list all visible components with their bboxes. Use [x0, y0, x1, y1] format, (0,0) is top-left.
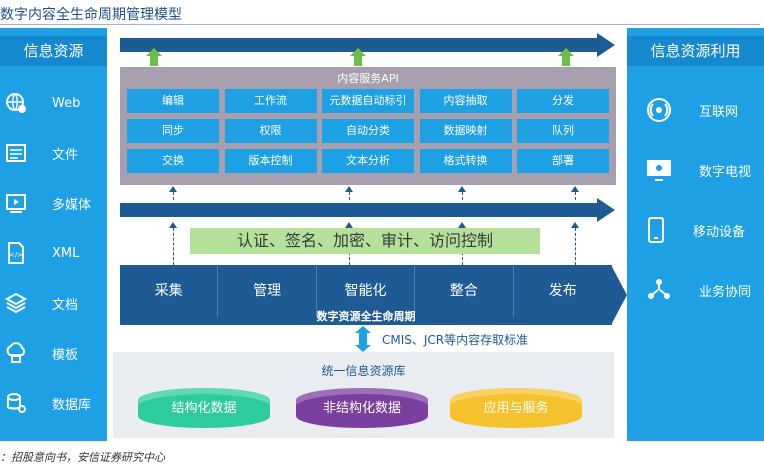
left-item-label: 多媒体	[52, 197, 92, 213]
api-cell: 文本分析	[322, 149, 414, 173]
lifecycle-stage: 管理	[218, 265, 317, 317]
dashed-up-arrow	[458, 186, 466, 200]
database-icon	[4, 391, 40, 415]
lifecycle-stages: 采集管理智能化整合 发布	[120, 265, 612, 317]
api-row: 同步权限自动分类数据映射队列	[127, 119, 609, 143]
collaboration-icon	[645, 276, 687, 304]
document-icon	[4, 291, 40, 315]
left-item-0: Web	[4, 78, 107, 128]
api-cell: 自动分类	[322, 119, 414, 143]
xml-icon: </>	[4, 241, 40, 265]
left-item-label: XML	[52, 245, 80, 261]
left-item-1: 文件	[4, 128, 107, 178]
api-grid: 编辑工作流元数据自动标引内容抽取分发同步权限自动分类数据映射队列交换版本控制文本…	[127, 89, 609, 179]
tv-icon	[645, 157, 687, 183]
lifecycle-label: 数字资源全生命周期	[316, 310, 416, 323]
left-item-6: 数据库	[4, 378, 107, 428]
api-cell: 队列	[517, 119, 609, 143]
file-icon	[4, 141, 40, 165]
api-cell: 交换	[127, 149, 219, 173]
left-item-3: </> XML	[4, 228, 107, 278]
repository-store: 应用与服务	[450, 388, 582, 428]
right-panel-items: 互联网数字电视移动设备业务协同	[627, 80, 764, 320]
source-note: ：招股意向书，安信证券研究中心	[0, 451, 165, 464]
right-item-1: 数字电视	[645, 140, 764, 200]
svg-text:</>: </>	[9, 251, 23, 259]
api-row: 编辑工作流元数据自动标引内容抽取分发	[127, 89, 609, 113]
right-item-2: 移动设备	[645, 200, 764, 260]
api-cell: 分发	[517, 89, 609, 113]
right-item-label: 移动设备	[693, 224, 746, 240]
api-cell: 格式转换	[419, 149, 512, 173]
middle-flow-arrow	[120, 203, 598, 217]
right-item-0: 互联网	[645, 80, 764, 140]
right-panel-header: 信息资源利用	[627, 36, 764, 66]
lifecycle-stage: 智能化	[317, 265, 416, 317]
right-item-label: 数字电视	[699, 164, 752, 180]
dashed-up-arrow	[571, 186, 579, 200]
top-flow-arrow	[120, 38, 598, 52]
lifecycle-arrow-head	[611, 265, 627, 325]
left-item-2: 多媒体	[4, 178, 107, 228]
right-panel: 信息资源利用 互联网数字电视移动设备业务协同	[627, 28, 764, 441]
repository-title: 统一信息资源库	[321, 364, 406, 378]
right-item-label: 业务协同	[699, 284, 752, 300]
left-item-5: 模板	[4, 328, 107, 378]
lifecycle-stage: 采集	[120, 265, 219, 317]
api-cell: 版本控制	[224, 149, 317, 173]
left-panel: 信息资源 Web 文件多媒体 </> XML 文档模板数据库	[0, 28, 107, 441]
api-cell: 元数据自动标引	[322, 89, 414, 113]
multimedia-icon	[4, 191, 40, 215]
api-cell: 编辑	[127, 89, 219, 113]
standard-label: CMIS、JCR等内容存取标准	[382, 333, 529, 347]
api-title: 内容服务API	[337, 72, 399, 85]
mobile-icon	[645, 216, 681, 244]
dashed-up-arrow	[571, 222, 579, 265]
dashed-up-arrow	[169, 222, 177, 265]
left-item-label: 模板	[52, 347, 79, 363]
left-item-label: Web	[52, 95, 81, 111]
lifecycle-stage: 发布	[548, 283, 577, 299]
standard-double-arrow	[355, 326, 371, 352]
left-panel-header: 信息资源	[0, 36, 107, 66]
api-cell: 权限	[224, 119, 317, 143]
dashed-up-arrow	[345, 186, 353, 200]
left-item-label: 数据库	[52, 397, 92, 413]
repository-store: 结构化数据	[138, 388, 270, 428]
lifecycle-stage: 整合	[415, 265, 514, 317]
api-cell: 内容抽取	[419, 89, 512, 113]
left-panel-items: Web 文件多媒体 </> XML 文档模板数据库	[0, 78, 107, 428]
internet-icon	[645, 96, 687, 124]
repository-store: 非结构化数据	[296, 388, 428, 428]
api-cell: 数据映射	[419, 119, 512, 143]
middle-flow-arrow-head	[597, 198, 615, 222]
green-up-arrow	[146, 48, 162, 66]
api-box: 内容服务API 编辑工作流元数据自动标引内容抽取分发同步权限自动分类数据映射队列…	[120, 67, 616, 185]
page-title: 数字内容全生命周期管理模型	[0, 7, 182, 23]
template-icon	[4, 341, 40, 365]
green-up-arrow	[558, 48, 574, 66]
right-item-3: 业务协同	[645, 260, 764, 320]
api-row: 交换版本控制文本分析格式转换部署	[127, 149, 609, 173]
api-cell: 同步	[127, 119, 219, 143]
top-flow-arrow-head	[597, 33, 615, 57]
api-cell: 工作流	[224, 89, 317, 113]
left-item-label: 文档	[52, 297, 79, 313]
api-cell: 部署	[517, 149, 609, 173]
green-up-arrow	[350, 48, 366, 66]
auth-bar: 认证、签名、加密、审计、访问控制	[190, 228, 540, 254]
right-item-label: 互联网	[699, 104, 739, 120]
web-icon	[4, 91, 40, 115]
dashed-up-arrow	[169, 186, 177, 200]
left-item-label: 文件	[52, 147, 79, 163]
left-item-4: 文档	[4, 278, 107, 328]
title-divider	[0, 24, 760, 25]
lifecycle-bar: 采集管理智能化整合 发布 数字资源全生命周期	[120, 265, 612, 325]
